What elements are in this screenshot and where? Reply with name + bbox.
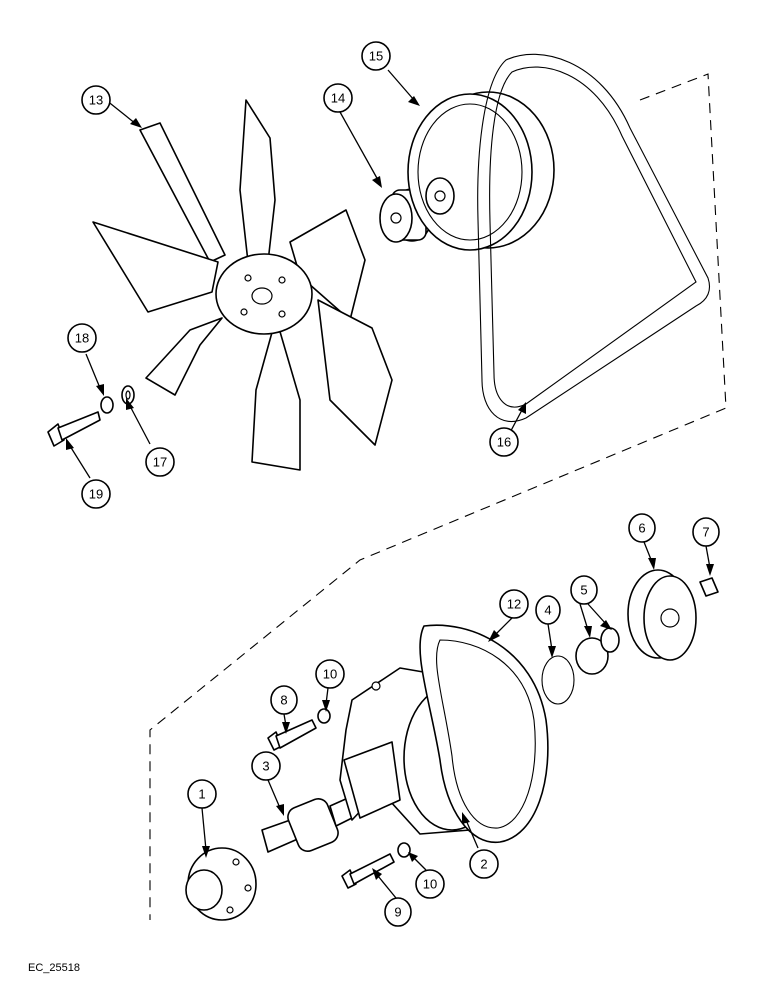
callout-17: 17: [145, 447, 175, 477]
callout-10-lower: 10: [415, 869, 445, 899]
fan-pulley: [407, 91, 555, 251]
callout-19: 19: [81, 479, 111, 509]
callout-18-label: 18: [75, 331, 89, 346]
pump-shaft-bearing: [261, 797, 353, 853]
callout-12: 12: [499, 589, 529, 619]
callout-12-label: 12: [507, 597, 521, 612]
fan-bolt-washers: [47, 385, 135, 447]
callout-3-label: 3: [262, 759, 269, 774]
callout-15-label: 15: [369, 49, 383, 64]
callout-2: 2: [469, 849, 499, 879]
pump-hub: [185, 847, 257, 921]
callout-6: 6: [628, 513, 656, 543]
callout-17-label: 17: [153, 455, 167, 470]
callout-9: 9: [384, 897, 412, 927]
callout-18: 18: [67, 323, 97, 353]
drive-belt: [477, 53, 711, 423]
callout-5: 5: [570, 575, 598, 605]
callout-2-label: 2: [480, 857, 487, 872]
callout-16: 16: [489, 427, 519, 457]
callout-10-lower-label: 10: [423, 877, 437, 892]
pump-gasket: [419, 624, 549, 843]
callout-10-upper-label: 10: [323, 667, 337, 682]
callout-8-label: 8: [280, 693, 287, 708]
callout-13-label: 13: [89, 93, 103, 108]
callout-1: 1: [187, 779, 217, 809]
callout-7: 7: [692, 517, 720, 547]
callout-9-label: 9: [394, 905, 401, 920]
callout-1-label: 1: [198, 787, 205, 802]
callout-8: 8: [270, 685, 298, 715]
pump-bolts-washers: [267, 708, 411, 889]
callout-5-label: 5: [580, 583, 587, 598]
fan-blade-assembly: [92, 99, 393, 471]
callout-6-label: 6: [638, 521, 645, 536]
callout-19-label: 19: [89, 487, 103, 502]
callout-16-label: 16: [497, 435, 511, 450]
callout-4-label: 4: [544, 603, 551, 618]
callout-7-label: 7: [702, 525, 709, 540]
callout-14-label: 14: [331, 91, 345, 106]
reference-code: EC_25518: [28, 962, 80, 974]
callout-15: 15: [361, 41, 391, 71]
callout-14: 14: [323, 83, 353, 113]
callout-3: 3: [251, 751, 281, 781]
callout-10-upper: 10: [315, 659, 345, 689]
callout-4: 4: [535, 595, 561, 625]
leader-lines: [66, 69, 714, 899]
dashed-assembly-lines: [149, 73, 727, 920]
pump-seal-impeller: [541, 569, 719, 705]
callout-13: 13: [81, 85, 111, 115]
